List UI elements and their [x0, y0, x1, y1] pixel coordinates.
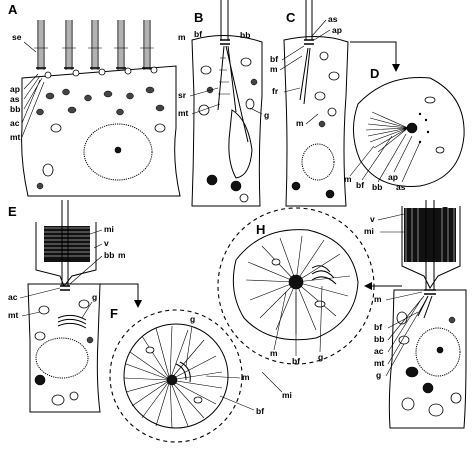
panel-c-cilium: [305, 0, 313, 40]
panel-c-label-m2: m: [296, 118, 304, 128]
panel-e-label-m: m: [118, 250, 126, 260]
panel-e-nucleus: [35, 337, 89, 379]
panel-a-label-se: se: [12, 32, 22, 42]
panel-b-label-bf: bf: [194, 29, 202, 39]
panel-e-golgi: [57, 314, 87, 329]
panel-e-cell-outline: [27, 283, 101, 413]
panel-d-label-m: m: [344, 174, 352, 184]
panel-e-microvilli: [44, 226, 90, 262]
panel-g-microvilli: [404, 208, 456, 262]
panel-g-label-bf: bf: [374, 322, 382, 332]
panel-f-label-g: g: [190, 314, 195, 324]
panel-g-cell-outline: [388, 289, 467, 429]
panel-e-label-mi: mi: [104, 224, 114, 234]
panel-g-cilium: [425, 200, 435, 290]
panel-b-label-sr: sr: [178, 90, 187, 100]
panel-c-label-fr: fr: [272, 86, 279, 96]
panel-a-letter: A: [8, 2, 18, 17]
panel-e-label-v: v: [104, 238, 109, 248]
panel-f: F g m bf mi: [109, 306, 292, 443]
panel-g: G v mi m bf bb ac mt g: [364, 200, 467, 429]
panel-c-cell-outline: [283, 35, 349, 207]
panel-h-letter: H: [256, 222, 265, 237]
panel-d: D m bf bb ap as: [344, 66, 465, 192]
panel-h: H m bf g: [217, 207, 375, 366]
panel-h-label-bf: bf: [292, 356, 300, 366]
panel-b-rootlet: [217, 45, 249, 143]
panel-c-nucleus: [301, 143, 335, 181]
panel-b: B m bf bb sr mt g: [178, 0, 269, 207]
panel-b-label-mt: mt: [178, 108, 189, 118]
panel-e-letter: E: [8, 204, 17, 219]
panel-g-label-m: m: [374, 294, 382, 304]
panel-f-label-mi: mi: [282, 390, 292, 400]
panel-c-label-bf: bf: [270, 54, 278, 64]
panel-g-label-g: g: [376, 370, 381, 380]
panel-f-letter: F: [110, 306, 118, 321]
panel-f-cell-outline: [123, 323, 229, 429]
panel-b-label-bb: bb: [240, 30, 250, 40]
panel-a-label-ap: ap: [10, 84, 20, 94]
panel-a-label-ac: ac: [10, 118, 20, 128]
panel-a-cell-outline: [21, 65, 181, 197]
panel-a-label-bb: bb: [10, 104, 20, 114]
panel-d-label-as: as: [396, 182, 406, 192]
panel-c-label-m: m: [270, 64, 278, 74]
panel-e: E mi v bb m ac mt g: [8, 200, 126, 413]
panel-g-label-mt: mt: [374, 358, 385, 368]
panel-h-label-g: g: [318, 352, 323, 362]
panel-b-letter: B: [194, 10, 203, 25]
panel-b-cilium: [220, 0, 229, 40]
panel-h-label-m: m: [270, 348, 278, 358]
panel-f-basal-body: [166, 374, 178, 386]
panel-c-rootlet: [299, 47, 311, 105]
panel-b-nucleus: [228, 109, 253, 179]
panel-g-label-mi: mi: [364, 226, 374, 236]
panel-d-letter: D: [370, 66, 379, 81]
arrow-c-to-d: [350, 41, 397, 68]
panel-a: A se ap as bb ac mt: [8, 2, 181, 197]
panel-g-label-ac: ac: [374, 346, 384, 356]
panel-f-label-m: m: [242, 372, 250, 382]
panel-d-label-bb: bb: [372, 182, 382, 192]
panel-a-granules: [36, 86, 166, 190]
panel-g-label-bb: bb: [374, 334, 384, 344]
panel-f-label-bf: bf: [256, 406, 264, 416]
panel-c-letter: C: [286, 10, 296, 25]
panel-f-golgi: [175, 361, 191, 383]
panel-c-label-as: as: [328, 14, 338, 24]
panel-d-cell-outline: [353, 77, 465, 187]
panel-c-label-ap: ap: [332, 25, 342, 35]
panel-g-apical-lips: [401, 206, 461, 289]
panel-b-cell-outline: [191, 34, 263, 207]
panel-g-rootlet: [417, 295, 433, 319]
panel-e-label-g: g: [92, 292, 97, 302]
panel-e-label-ac: ac: [8, 292, 18, 302]
panel-e-label-bb: bb: [104, 250, 114, 260]
panel-d-rootlet-fibres: [365, 111, 409, 153]
panel-b-label-g: g: [264, 110, 269, 120]
panel-e-cilium: [61, 200, 69, 286]
panel-h-cell-outline: [232, 229, 359, 341]
arrow-e-to-f: [98, 283, 139, 304]
panel-a-label-mt: mt: [10, 132, 21, 142]
panel-a-label-as: as: [10, 94, 20, 104]
panel-d-label-ap: ap: [388, 172, 398, 182]
panel-f-bead-ring: [109, 309, 243, 443]
panel-a-cilia: [34, 20, 158, 79]
panel-e-label-mt: mt: [8, 310, 19, 320]
panel-d-label-bf: bf: [356, 180, 364, 190]
panel-d-basal-body: [406, 122, 418, 134]
panel-c: C as ap bf m fr m: [270, 0, 349, 207]
panel-g-label-v: v: [370, 214, 375, 224]
panel-h-golgi: [311, 265, 337, 285]
panel-h-basal-body: [288, 274, 304, 290]
panel-b-label-m: m: [178, 32, 186, 42]
panel-a-nucleolus: [114, 146, 122, 154]
